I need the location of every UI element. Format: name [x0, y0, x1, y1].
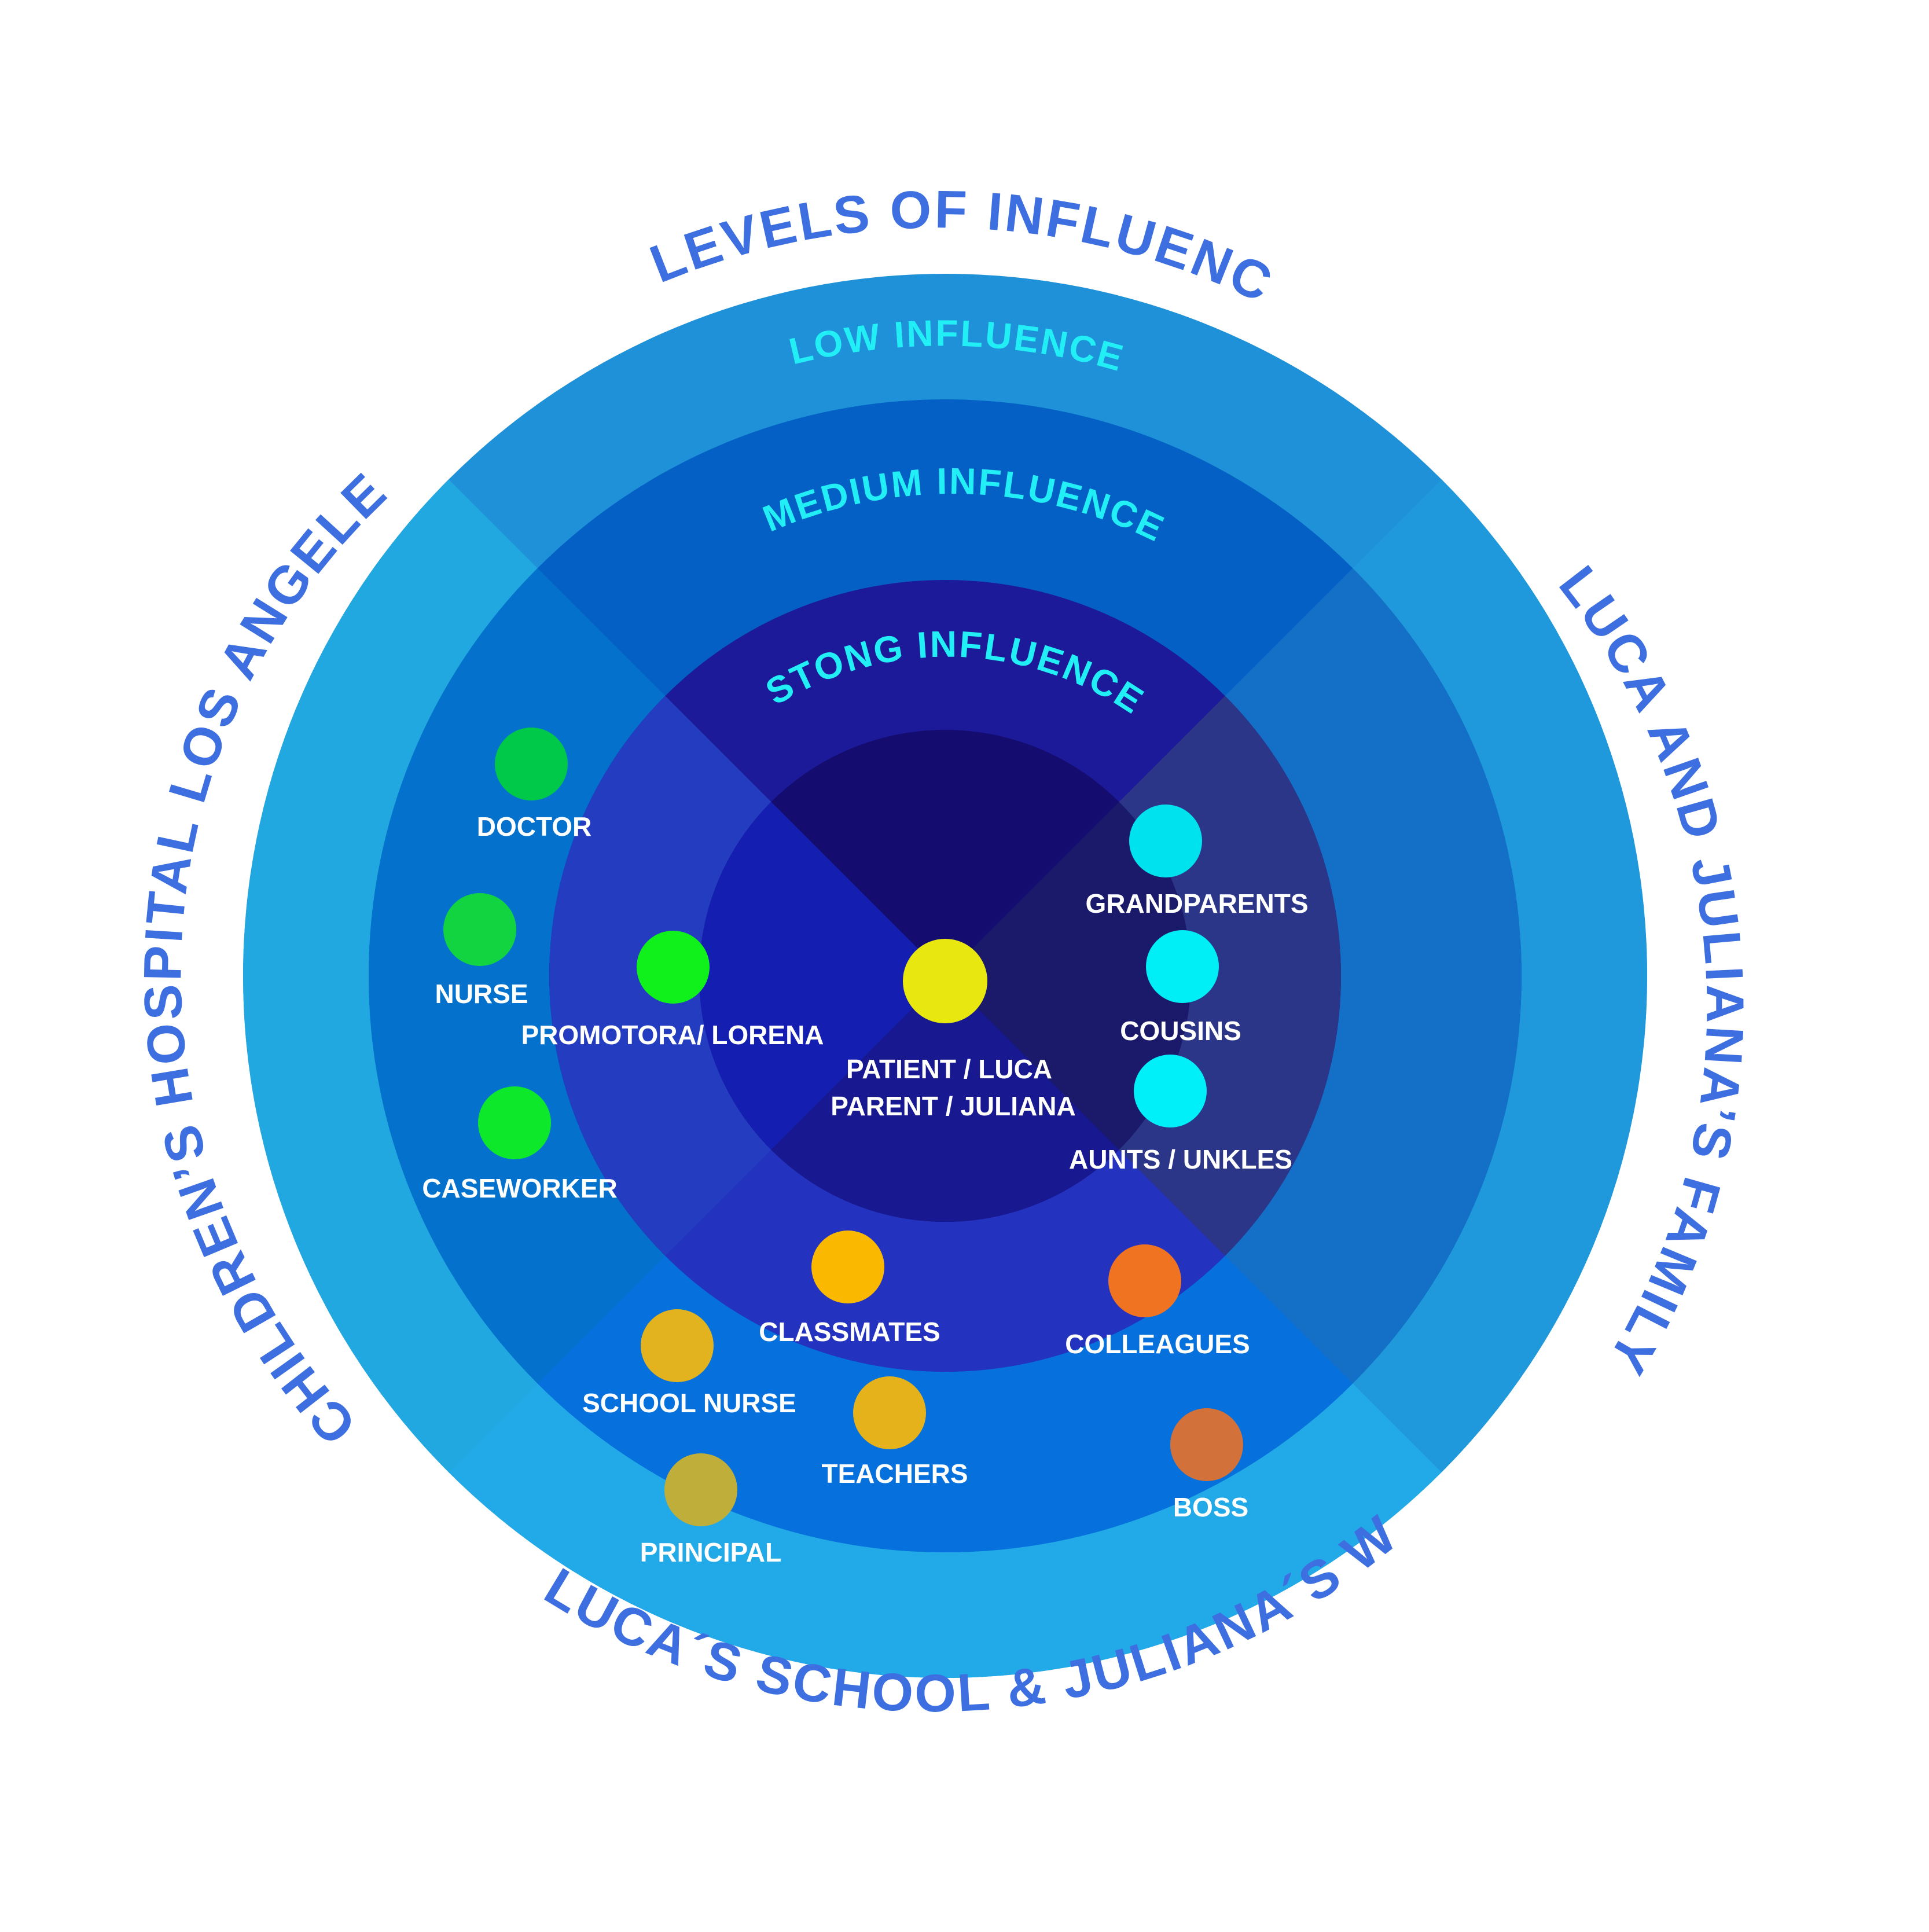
teachers-dot	[853, 1376, 926, 1449]
diagram-title-path: LEVELS OF INFLUENCE	[0, 0, 1280, 314]
aunts-dot	[1134, 1055, 1207, 1127]
cousins-label: COUSINS	[1120, 1016, 1241, 1046]
caseworker-dot	[478, 1086, 551, 1159]
principal-dot	[664, 1453, 737, 1526]
colleagues-dot	[1108, 1244, 1181, 1317]
school-nurse-label: SCHOOL NURSE	[582, 1388, 796, 1418]
boss-label: BOSS	[1173, 1492, 1248, 1522]
medium-ring-bottom-sector	[369, 976, 1522, 1552]
promotora-label: PROMOTORA/ LORENA	[521, 1020, 824, 1050]
caseworker-label: CASEWORKER	[422, 1173, 617, 1203]
doctor-dot	[495, 728, 568, 800]
center-label-line1: PATIENT / LUCA	[846, 1054, 1052, 1084]
principal-label: PRINCIPAL	[640, 1537, 782, 1567]
classmates-label: CLASSMATES	[759, 1317, 940, 1347]
nurse-label: NURSE	[435, 979, 528, 1009]
center-label-line2: PARENT / JULIANA	[831, 1091, 1075, 1121]
aunts-label: AUNTS / UNKLES	[1069, 1144, 1292, 1174]
medium-ring-right-sector	[945, 399, 1522, 1552]
school-nurse-dot	[641, 1309, 714, 1382]
grandparents-dot	[1129, 805, 1202, 877]
doctor-label: DOCTOR	[477, 811, 592, 842]
teachers-label: TEACHERS	[821, 1459, 968, 1489]
classmates-dot	[811, 1231, 884, 1303]
boss-dot	[1170, 1408, 1243, 1481]
grandparents-label: GRANDPARENTS	[1085, 888, 1308, 919]
nurse-dot	[443, 893, 516, 966]
colleagues-label: COLLEAGUES	[1065, 1329, 1250, 1359]
promotora-dot	[637, 931, 710, 1004]
cousins-dot	[1146, 930, 1219, 1003]
center-patient-dot	[903, 939, 987, 1023]
medium-ring-left-sector	[369, 399, 945, 1552]
diagram-title: LEVELS OF INFLUENCE	[0, 0, 1283, 314]
